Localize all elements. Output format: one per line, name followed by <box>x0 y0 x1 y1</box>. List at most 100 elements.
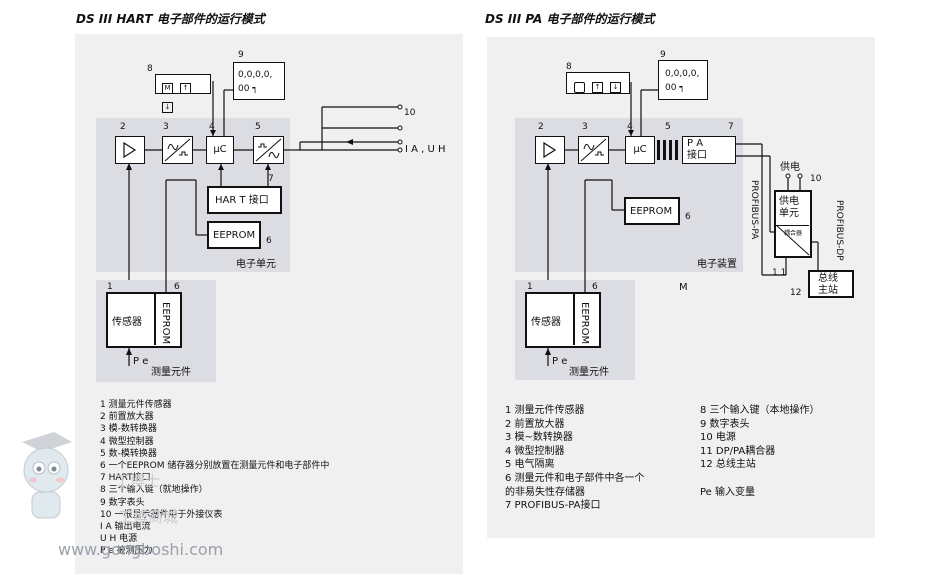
hart-adc <box>162 136 193 164</box>
pa-num-8: 8 <box>566 62 572 72</box>
key-up-icon[interactable]: ↑ <box>180 83 192 94</box>
pa-microcontroller: µC <box>625 136 655 164</box>
pa-num-1: 1 <box>527 282 533 292</box>
pa-legend-left-item: 3 模~数转换器 <box>505 432 573 444</box>
hart-legend-item: 9 数字表头 <box>100 497 145 508</box>
pa-num-7: 7 <box>728 122 734 132</box>
pa-legend-right-item: 8 三个输入键（本地操作） <box>700 405 820 416</box>
pa-display-sub: 00 ┑ <box>665 83 685 93</box>
hart-legend-item: 7 HART接口 <box>100 473 151 484</box>
pa-eeprom: EEPROM <box>624 197 680 225</box>
hart-num-9: 9 <box>238 50 244 60</box>
hart-legend-item: 3 模-数转换器 <box>100 424 157 435</box>
pa-preamp <box>535 136 565 164</box>
hart-legend-item: 4 微型控制器 <box>100 436 154 447</box>
hart-legend-item: P e 被测压力 <box>100 546 153 557</box>
pa-num-6b: 6 <box>592 282 598 292</box>
pa-display-digits: 0,0,0,0, <box>665 69 700 79</box>
hart-sensor-eeprom: EEPROM <box>160 302 171 345</box>
hart-measuring-label: 测量元件 <box>151 367 191 378</box>
pa-adc <box>578 136 609 164</box>
watermark-url: www.gongboshi.com <box>58 540 224 559</box>
hart-dac <box>253 136 284 164</box>
hart-interface: HAR T 接口 <box>207 186 282 214</box>
hart-display: 0,0,0,0, 00 ┑ <box>233 62 285 100</box>
pa-bus-master-label: 总线 主站 <box>818 273 838 296</box>
hart-sensor-unit: 传感器 EEPROM <box>106 292 182 348</box>
hart-num-6b: 6 <box>174 282 180 292</box>
hart-num-7: 7 <box>268 174 274 184</box>
hart-preamp <box>115 136 145 164</box>
pa-eeprom-label: EEPROM <box>630 206 673 217</box>
hart-num-10: 10 <box>404 108 416 118</box>
adc-icon <box>580 138 607 162</box>
watermark-shop: 工博商城 <box>118 508 179 526</box>
key-blank-icon[interactable] <box>574 82 585 93</box>
pa-sensor-label: 传感器 <box>531 317 561 328</box>
hart-sensor-label: 传感器 <box>112 317 142 328</box>
key-up-icon[interactable]: ↑ <box>592 82 604 93</box>
pa-legend-right-item: 11 DP/PA耦合器 <box>700 445 776 457</box>
pa-num-3: 3 <box>582 122 588 132</box>
pa-legend-left-item: 4 微型控制器 <box>505 445 565 457</box>
pa-legend-right-item: 9 数字表头 <box>700 418 750 430</box>
pa-mc-label: µC <box>633 144 647 155</box>
key-down-icon[interactable]: ↓ <box>162 102 173 113</box>
hart-title: DS III HART 电子部件的运行模式 <box>76 12 265 26</box>
hart-num-8: 8 <box>147 64 153 74</box>
hart-num-6a: 6 <box>266 236 272 246</box>
dac-icon <box>255 138 282 162</box>
hart-keypad: M ↑ ↓ <box>155 74 211 113</box>
pa-legend-left-item: 5 电气隔离 <box>505 459 555 471</box>
pa-legend-right-item: 10 电源 <box>700 432 736 444</box>
pa-num-2: 2 <box>538 122 544 132</box>
pa-num-5: 5 <box>665 122 671 132</box>
pa-keypad: ↑ ↓ <box>566 72 630 94</box>
hart-num-5: 5 <box>255 122 261 132</box>
hart-electronics-label: 电子单元 <box>236 259 276 270</box>
pa-num-4: 4 <box>627 122 633 132</box>
pa-bus-master: 总线 主站 <box>808 270 854 298</box>
hart-eeprom-label: EEPROM <box>213 230 256 241</box>
hart-num-4: 4 <box>209 122 215 132</box>
pa-sensor-eeprom: EEPROM <box>579 302 590 345</box>
pa-m-label: M <box>679 282 688 293</box>
pa-legend-left-item: 1 测量元件传感器 <box>505 405 585 416</box>
hart-interface-label: HAR T 接口 <box>215 195 269 206</box>
pa-legend-left-item: 7 PROFIBUS-PA接口 <box>505 500 601 512</box>
coupler-diagonal-icon <box>776 225 810 256</box>
amplifier-icon <box>123 141 137 159</box>
watermark-brand: 工博士 <box>115 472 161 490</box>
amplifier-icon <box>543 141 557 159</box>
key-m-icon[interactable]: M <box>162 83 173 94</box>
pa-num-12: 12 <box>790 288 802 298</box>
hart-legend-item: 2 前置放大器 <box>100 412 154 423</box>
hart-display-digits: 0,0,0,0, <box>238 70 273 80</box>
pa-legend-right-item: 12 总线主站 <box>700 459 756 471</box>
hart-display-sub: 00 ┑ <box>238 84 258 94</box>
hart-legend-item: U H 电源 <box>100 534 138 545</box>
hart-eeprom: EEPROM <box>207 221 261 249</box>
hart-num-2: 2 <box>120 122 126 132</box>
hart-microcontroller: µC <box>206 136 234 164</box>
pa-sensor-unit: 传感器 EEPROM <box>525 292 601 348</box>
hart-legend-item: 1 测量元件传感器 <box>100 400 172 410</box>
mascot-logo-icon <box>22 432 72 519</box>
pa-num-9: 9 <box>660 50 666 60</box>
pa-num-11: 1 1 <box>772 268 787 278</box>
hart-mc-label: µC <box>213 144 227 155</box>
pa-num-10: 10 <box>810 174 822 184</box>
pa-supply-top-label: 供电 <box>780 162 800 173</box>
hart-pe-label: P e <box>133 356 149 367</box>
pa-coupler-label: 耦合器 <box>784 230 803 237</box>
pa-legend-left-item: 6 测量元件和电子部件中各一个 <box>505 472 645 484</box>
pa-legend-right-item <box>700 472 820 486</box>
hart-num-3: 3 <box>163 122 169 132</box>
hart-output-label: I A , U H <box>405 144 446 155</box>
key-down-icon[interactable]: ↓ <box>610 82 622 93</box>
pa-legend-left-item: 的非易失性存储器 <box>505 486 585 498</box>
pa-profibus-pa-label: PROFIBUS-PA <box>749 180 759 240</box>
pa-measuring-label: 测量元件 <box>569 367 609 378</box>
